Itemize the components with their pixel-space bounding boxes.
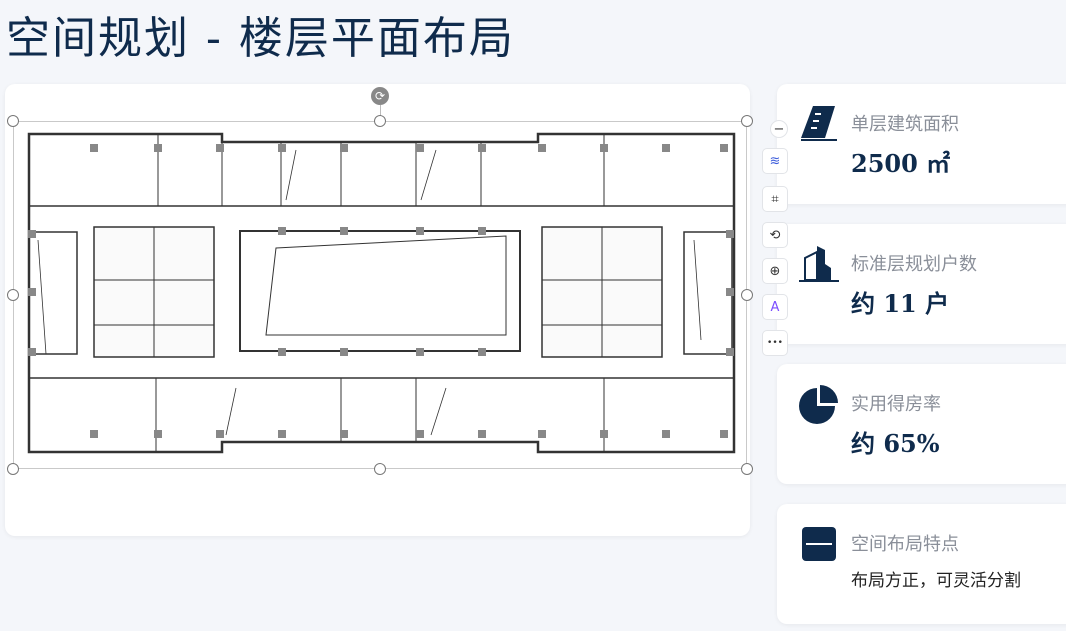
stat-card-units: 标准层规划户数 约 11 户 [777,224,1066,344]
resize-handle-s[interactable] [374,463,386,475]
ocr-text-icon[interactable]: A [762,294,788,320]
resize-handle-ne[interactable] [741,115,753,127]
zoom-in-icon[interactable]: ⊕ [762,258,788,284]
building-icon [799,246,839,282]
stat-value: 2500 ㎡ [851,149,951,178]
rotate-stem [380,105,381,121]
resize-handle-e[interactable] [741,289,753,301]
pie-chart-icon [799,385,838,424]
stat-label: 实用得房率 [851,394,941,415]
stat-card-layout: 空间布局特点 布局方正，可灵活分割 [777,504,1066,624]
layers-icon[interactable]: ≋ [762,148,788,174]
resize-handle-sw[interactable] [7,463,19,475]
resize-handle-nw[interactable] [7,115,19,127]
ruler-area-icon [801,106,837,141]
page-title: 空间规划 - 楼层平面布局 [6,13,515,64]
more-label: ••• [767,338,783,348]
rotate-icon[interactable]: ⟲ [762,222,788,248]
stat-label: 空间布局特点 [851,534,959,555]
crop-icon[interactable]: ⌗ [762,186,788,212]
stat-value: 约 11 户 [851,289,950,318]
stat-label: 标准层规划户数 [851,254,977,275]
stat-value: 布局方正，可灵活分割 [851,571,1021,591]
ocr-label: A [770,299,780,315]
layout-icon [802,527,836,561]
resize-handle-w[interactable] [7,289,19,301]
stat-card-area: 单层建筑面积 2500 ㎡ [777,84,1066,204]
resize-handle-se[interactable] [741,463,753,475]
stat-value: 约 65% [851,429,940,458]
stat-label: 单层建筑面积 [851,114,959,135]
stat-card-efficiency: 实用得房率 约 65% [777,364,1066,484]
collapse-toolbar-button[interactable]: − [770,120,788,138]
rotate-handle-icon[interactable]: ⟳ [371,87,389,105]
more-icon[interactable]: ••• [762,330,788,356]
resize-handle-n[interactable] [374,115,386,127]
floor-plan-drawing [27,132,736,454]
